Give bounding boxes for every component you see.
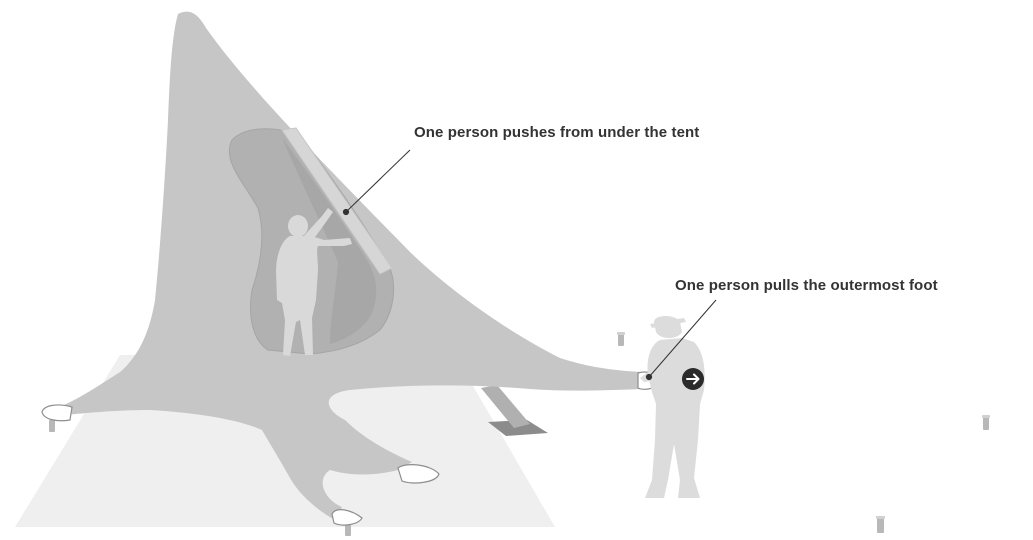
callout-pull-label: One person pulls the outermost foot bbox=[675, 277, 938, 294]
push-leader-dot bbox=[343, 209, 348, 214]
push-leader-line bbox=[346, 150, 410, 212]
arrow-right-icon bbox=[682, 368, 704, 390]
callout-push-label: One person pushes from under the tent bbox=[414, 124, 699, 141]
person-pulling bbox=[640, 316, 705, 498]
tent-foot bbox=[42, 405, 72, 421]
stake bbox=[49, 420, 55, 432]
stake bbox=[618, 334, 624, 346]
stake bbox=[345, 524, 351, 536]
stake bbox=[983, 417, 989, 430]
stake bbox=[877, 518, 884, 533]
pull-leader-dot bbox=[646, 374, 651, 379]
